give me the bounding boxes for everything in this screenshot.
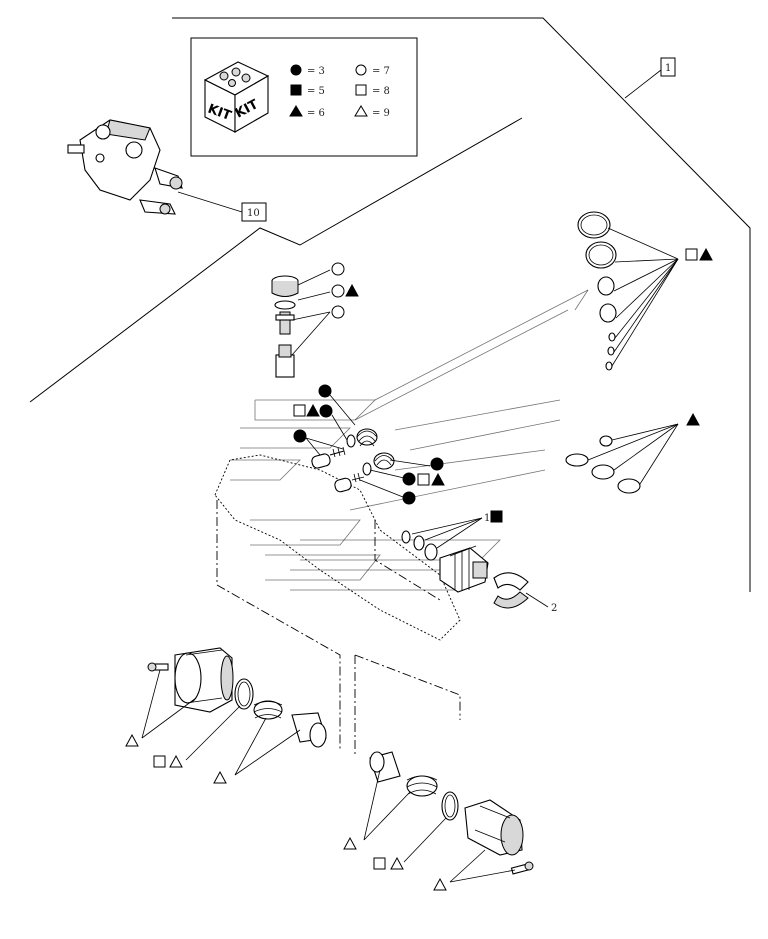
legend-entry-8: = 8 (372, 86, 390, 97)
alignment-lines (216, 500, 461, 755)
filled-triangle-icon (306, 403, 320, 417)
filled-square-icon (290, 84, 302, 96)
filled-circle-icon (430, 457, 444, 471)
open-circle-icon (355, 64, 367, 76)
filled-circle-icon (293, 429, 307, 443)
open-circle-icon (331, 305, 345, 319)
filled-square-icon (490, 510, 503, 523)
filled-triangle-icon (345, 283, 359, 297)
open-circle-icon (331, 262, 345, 276)
right-end-cap-assembly (343, 751, 534, 891)
open-triangle-icon (125, 733, 139, 747)
open-square-icon (153, 755, 166, 768)
legend-entry-9: = 9 (372, 108, 390, 119)
legend-entry-6: = 6 (307, 108, 325, 119)
control-valve-assembly (67, 119, 183, 215)
open-triangle-icon (354, 105, 368, 117)
filled-circle-icon (290, 64, 302, 76)
filled-triangle-icon (699, 247, 713, 261)
left-end-cap-assembly (125, 647, 327, 784)
filled-circle-icon (402, 491, 416, 505)
open-triangle-icon (433, 877, 447, 891)
filled-circle-icon (402, 472, 416, 486)
filled-circle-icon (319, 404, 333, 418)
o-ring-set-upper (577, 211, 713, 371)
open-triangle-icon (169, 754, 183, 768)
filled-triangle-icon (289, 105, 303, 117)
boundary-lines (29, 17, 751, 592)
callout-10: 10 (177, 191, 267, 222)
callout-2: 2 (551, 603, 557, 614)
legend-entry-5: = 5 (307, 86, 325, 97)
open-circle-icon (331, 284, 345, 298)
callout-1-small: 1 (484, 513, 490, 524)
open-triangle-icon (343, 836, 357, 850)
check-valve-group: 1 2 (401, 510, 557, 614)
callout-1-top: 1 (624, 57, 676, 99)
spool-seal-cluster (293, 384, 445, 505)
open-square-icon (685, 248, 698, 261)
relief-cap-stack (271, 262, 359, 378)
filled-triangle-icon (431, 472, 445, 486)
open-triangle-icon (390, 856, 404, 870)
o-ring-set-lower (565, 412, 700, 494)
svg-text:10: 10 (247, 208, 260, 219)
open-triangle-icon (213, 770, 227, 784)
open-square-icon (355, 84, 367, 96)
legend-entry-7: = 7 (372, 66, 390, 77)
open-square-icon (417, 473, 430, 486)
kit-legend: KIT KIT = 3 = 7 = 5 = 8 = 6 = 9 (190, 37, 418, 157)
filled-triangle-icon (686, 412, 700, 426)
svg-text:1: 1 (665, 63, 671, 74)
kit-box-icon: KIT KIT (203, 61, 270, 133)
open-square-icon (373, 857, 386, 870)
open-square-icon (293, 404, 306, 417)
legend-entry-3: = 3 (307, 66, 325, 77)
valve-body-ghost (214, 289, 589, 641)
filled-circle-icon (318, 384, 332, 398)
